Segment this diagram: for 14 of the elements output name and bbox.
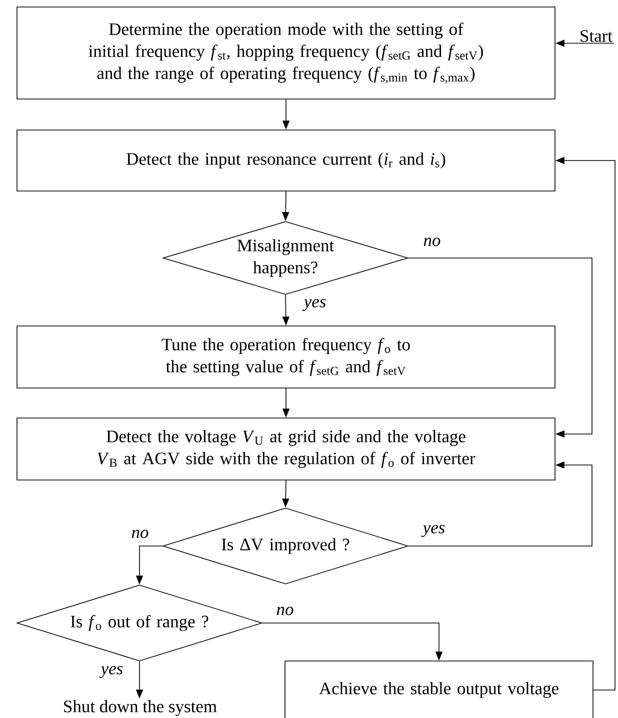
process-box: Detect the input resonance current (i$_{r}$ and i$_{s}$)	[16, 130, 556, 192]
arrow	[408, 258, 592, 438]
edge-label: yes	[99, 666, 123, 678]
edge-label: yes	[302, 299, 326, 312]
process-box: Determine the operation mode with the setting of initial frequency f$_{st}$, hopping frequency (f$_{setG}$ and f$_{setV}$) and the range of operating frequency (f$_{s,min}$ to f$_{s,max}$)	[16, 6, 556, 100]
process-box: Tune the operation frequency f$_{o}$ to the setting value of f$_{setG}$ and f$_{setV}$	[16, 326, 556, 388]
edge-label: no	[132, 530, 148, 538]
edge-label: no	[276, 606, 294, 616]
process-box: Achieve the stable output voltage	[284, 660, 594, 718]
edge-label: no	[424, 238, 440, 246]
terminal-text: Shut down the system	[64, 700, 217, 716]
process-box: Detect the voltage V$_{U}$ at grid side and the voltage V$_{B}$ at AGV side with the regulation of f$_{o}$ of inverter	[16, 418, 556, 480]
edge-label: yes	[421, 524, 445, 538]
terminal-text: Start	[580, 30, 612, 42]
